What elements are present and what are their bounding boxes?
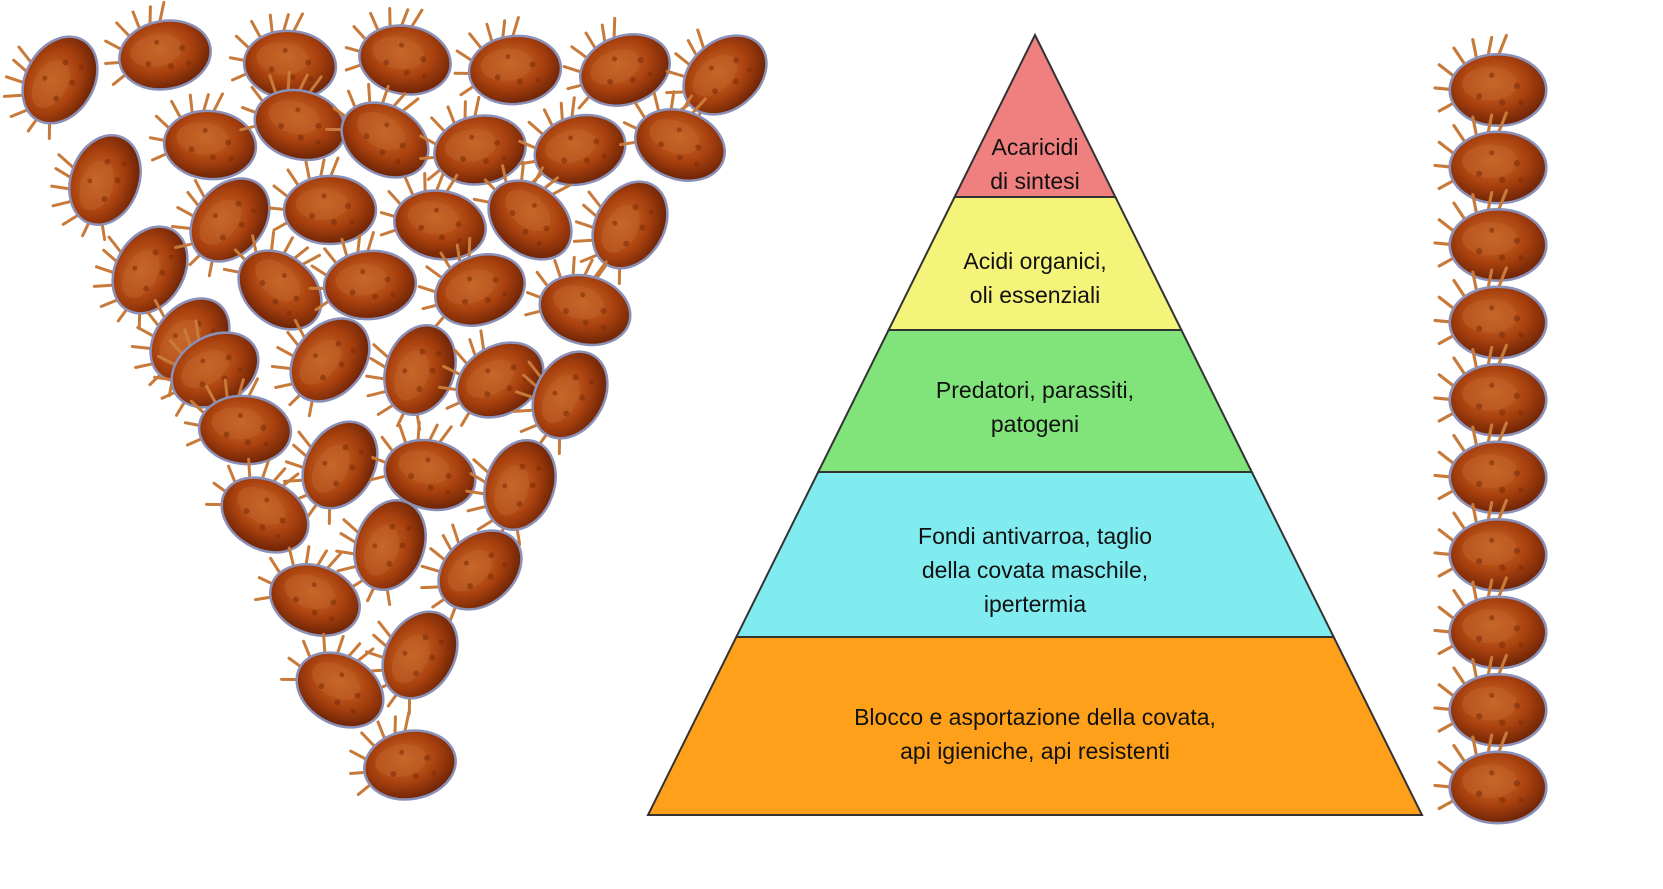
mite-icon bbox=[97, 0, 216, 99]
mite-icon bbox=[1435, 578, 1546, 668]
mite-icon bbox=[0, 14, 112, 149]
tier-label-2: Acidi organici, oli essenziali bbox=[880, 244, 1190, 312]
mite-icon bbox=[451, 14, 564, 109]
mite-icon bbox=[270, 158, 376, 244]
mite-icon bbox=[551, 5, 680, 122]
mite-icon bbox=[1435, 35, 1546, 125]
mite-icon bbox=[147, 88, 260, 183]
mite-column-right bbox=[1435, 35, 1546, 823]
mite-icon bbox=[1435, 733, 1546, 823]
mite-cluster-left bbox=[0, 0, 782, 809]
tier-label-5: Blocco e asportazione della covata, api … bbox=[740, 700, 1330, 768]
mite-icon bbox=[36, 119, 153, 248]
mite-icon bbox=[1435, 423, 1546, 513]
tier-label-1: Acaricidi di sintesi bbox=[985, 130, 1085, 198]
mite-icon bbox=[227, 8, 340, 103]
mite-icon bbox=[1435, 190, 1546, 280]
tier-label-4: Fondi antivarroa, taglio della covata ma… bbox=[790, 519, 1280, 621]
mite-icon bbox=[1435, 268, 1546, 358]
mite-icon bbox=[1435, 500, 1546, 590]
mite-icon bbox=[1435, 113, 1546, 203]
mite-icon bbox=[1435, 655, 1546, 745]
mite-icon bbox=[340, 0, 459, 101]
tier-label-3: Predatori, parassiti, patogeni bbox=[830, 373, 1240, 441]
mite-icon bbox=[412, 91, 531, 194]
mite-icon bbox=[1435, 345, 1546, 435]
mite-icon bbox=[351, 309, 468, 438]
